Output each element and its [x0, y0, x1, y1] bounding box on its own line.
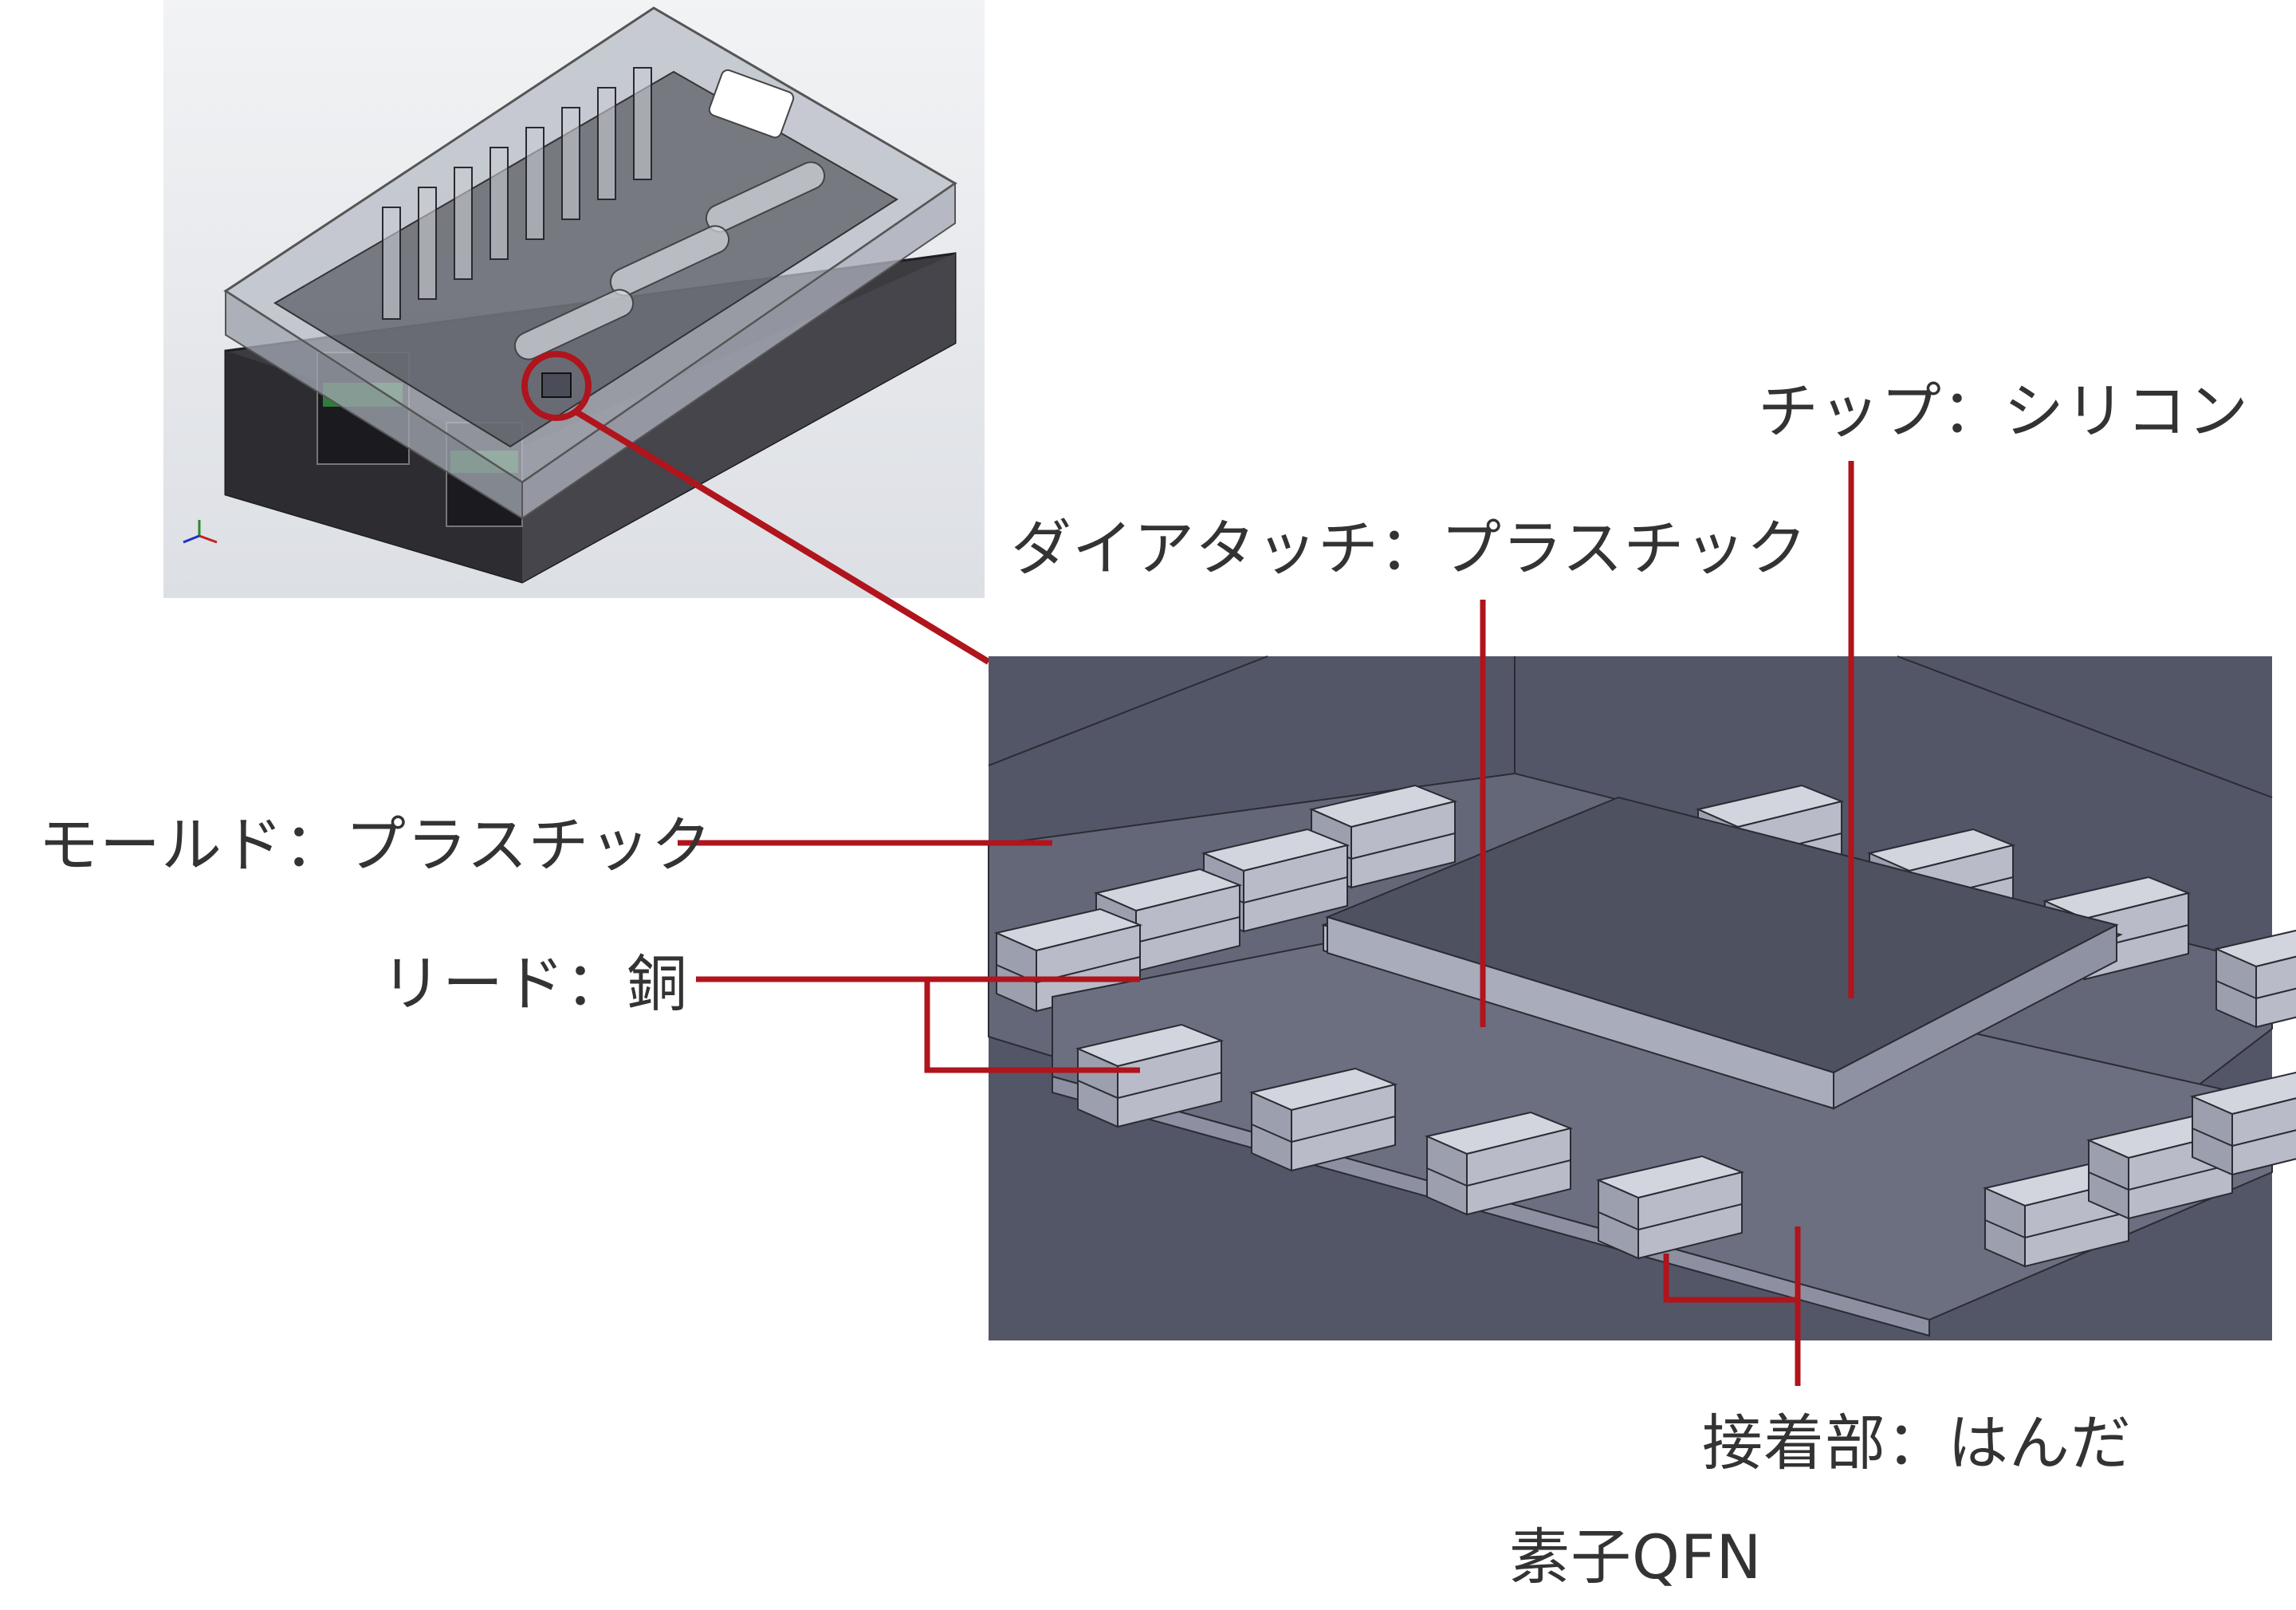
callout-lines — [678, 461, 1854, 1386]
chip-label: チップ：シリコン — [1758, 376, 2249, 447]
device-label: 素子QFN — [1509, 1521, 1763, 1592]
mold-label: モールド：プラスチック — [38, 809, 713, 880]
solder-bracket-line — [1663, 1226, 1801, 1303]
solder-label: 接着部：はんだ — [1702, 1407, 2132, 1478]
die-attach-label: ダイアタッチ：プラスチック — [1011, 513, 1808, 584]
lead-bracket-line — [924, 979, 1140, 1073]
zoom-connector-line — [573, 408, 991, 665]
cad-overview-image — [163, 0, 985, 598]
qfn-zoom-view — [988, 655, 2296, 1340]
lead-label: リード：銅 — [381, 948, 688, 1019]
